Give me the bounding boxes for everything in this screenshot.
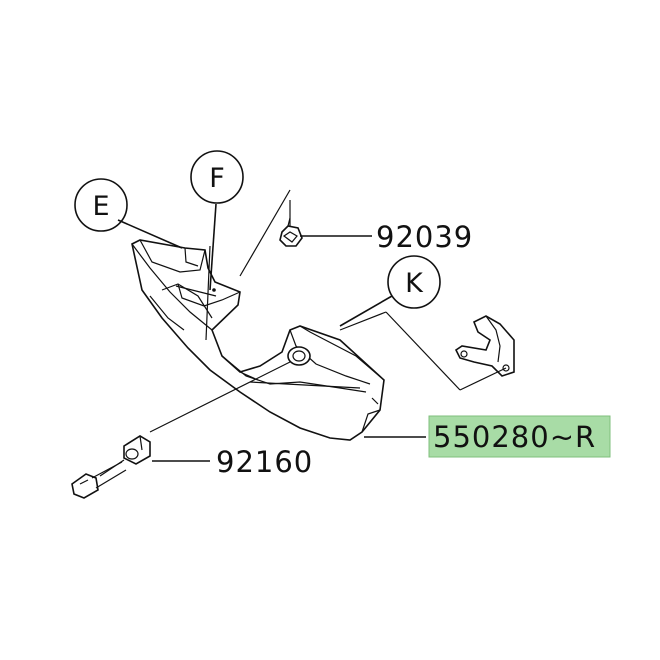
- callout-k: K: [339, 255, 441, 327]
- part-number-92039[interactable]: 92039: [376, 220, 473, 254]
- callout-k-letter: K: [405, 268, 424, 299]
- grommet-92160-drawing: [123, 435, 151, 465]
- part-number-92160[interactable]: 92160: [216, 445, 313, 479]
- highlight-box: [428, 415, 611, 458]
- callout-f-letter: F: [209, 163, 225, 194]
- clip-92039-drawing: [279, 217, 303, 247]
- bolt-drawing: [71, 461, 127, 499]
- bracket-k-drawing: [454, 315, 515, 377]
- exploded-lines: [99, 189, 507, 477]
- callout-f: F: [190, 150, 244, 291]
- callout-e-letter: E: [92, 191, 109, 222]
- callout-e: E: [74, 178, 183, 249]
- part-number-550280[interactable]: 550280~R: [433, 420, 596, 454]
- cover-part-drawing: [131, 239, 385, 441]
